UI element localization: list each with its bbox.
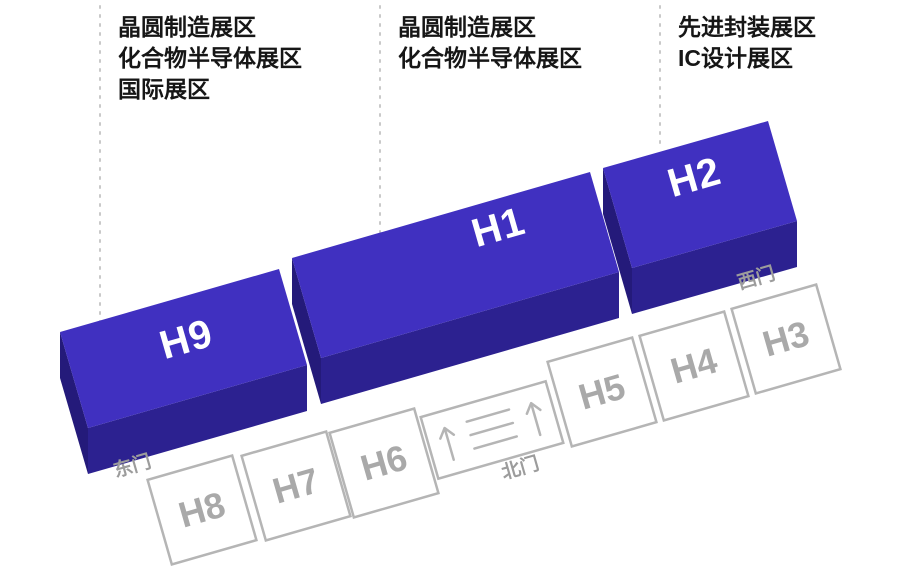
up-arrow-icon xyxy=(443,428,455,461)
up-arrow-icon xyxy=(525,401,542,416)
hall-h1-side-face xyxy=(292,258,321,404)
zone-label: 晶圆制造展区 xyxy=(398,14,536,40)
up-arrow-icon xyxy=(439,426,456,440)
zone-legend-left: 晶圆制造展区 化合物半导体展区 国际展区 xyxy=(118,12,302,105)
hall-h5-outline xyxy=(546,336,658,448)
hall-h9-side-face xyxy=(60,332,88,474)
hall-h3-box: H3 xyxy=(730,283,842,395)
zone-legend-center: 晶圆制造展区 化合物半导体展区 xyxy=(398,12,582,74)
hall-h1-block: H1 xyxy=(292,172,619,404)
hall-h1-front-face xyxy=(321,272,619,404)
zone-label: 国际展区 xyxy=(118,76,210,102)
hall-h9-front-face xyxy=(88,365,307,474)
hall-h7-outline xyxy=(240,430,352,542)
hall-h9-top-face xyxy=(60,269,307,428)
gate-lane-line xyxy=(473,435,518,450)
hall-h6-box: H6 xyxy=(328,407,440,519)
zone-label: 化合物半导体展区 xyxy=(398,45,582,71)
hall-h3-outline xyxy=(730,283,842,395)
hall-h2-top-face xyxy=(603,121,797,268)
hall-h2-side-face xyxy=(603,168,632,314)
hall-h4-outline xyxy=(638,310,750,422)
gate-lane-line xyxy=(469,421,515,437)
hall-h7-box: H7 xyxy=(240,430,352,542)
hall-h2-front-face xyxy=(632,221,797,314)
hall-h5-box: H5 xyxy=(546,336,658,448)
hall-h1-top-face xyxy=(292,172,619,358)
zone-label: IC设计展区 xyxy=(678,45,793,71)
zone-label: 化合物半导体展区 xyxy=(118,45,302,71)
zone-label: 晶圆制造展区 xyxy=(118,14,256,40)
hall-h8-outline xyxy=(146,454,258,566)
up-arrow-icon xyxy=(530,403,542,437)
hall-h9-block: H9 xyxy=(60,269,307,474)
north-gate-box xyxy=(419,379,565,481)
hall-h6-outline xyxy=(328,407,440,519)
gate-lane-line xyxy=(465,408,511,423)
zone-legend-right: 先进封装展区 IC设计展区 xyxy=(678,12,816,74)
zone-label: 先进封装展区 xyxy=(678,14,816,40)
hall-h4-box: H4 xyxy=(638,310,750,422)
hall-h8-box: H8 xyxy=(146,454,258,566)
hall-h2-block: H2 xyxy=(603,121,797,314)
